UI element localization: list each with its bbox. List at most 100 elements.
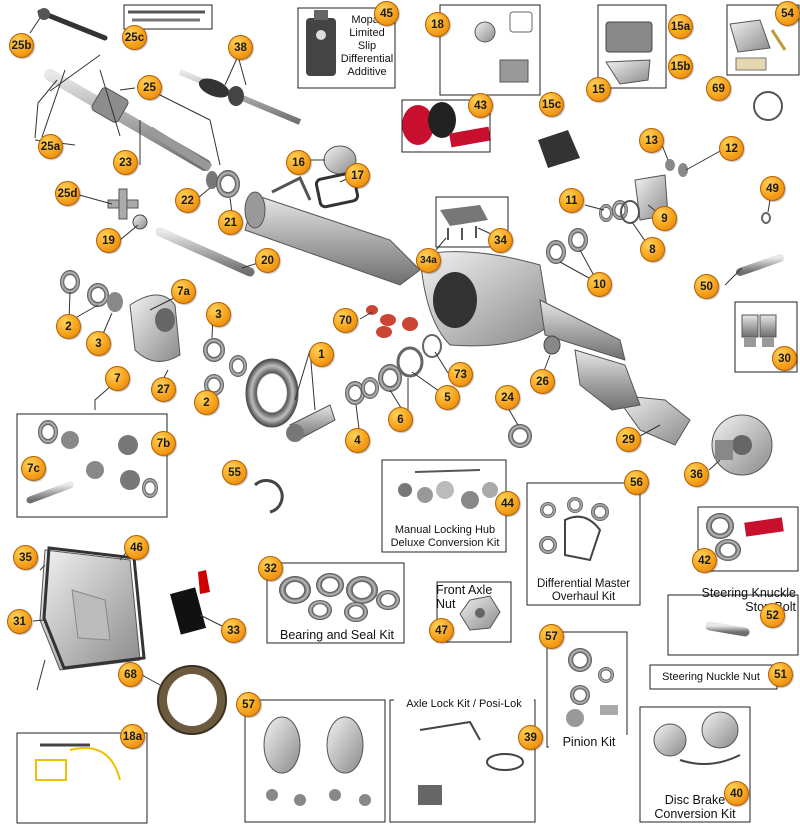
callout-18[interactable]: 18 (425, 12, 450, 37)
pinion-bearing-icon (203, 338, 247, 396)
callout-44[interactable]: 44 (495, 491, 520, 516)
callout-36[interactable]: 36 (684, 462, 709, 487)
callout-2a[interactable]: 2 (56, 314, 81, 339)
callout-30[interactable]: 30 (772, 346, 797, 371)
callout-26[interactable]: 26 (530, 369, 555, 394)
callout-15a[interactable]: 15a (668, 14, 693, 39)
callout-32[interactable]: 32 (258, 556, 283, 581)
callout-55[interactable]: 55 (222, 460, 247, 485)
callout-23[interactable]: 23 (113, 150, 138, 175)
callout-4[interactable]: 4 (345, 428, 370, 453)
callout-70[interactable]: 70 (333, 308, 358, 333)
callout-25c[interactable]: 25c (122, 25, 147, 50)
callout-34[interactable]: 34 (488, 228, 513, 253)
callout-7c[interactable]: 7c (21, 456, 46, 481)
callout-7[interactable]: 7 (105, 366, 130, 391)
disc-brake-kit-icon (653, 711, 741, 765)
callout-73[interactable]: 73 (448, 362, 473, 387)
steering-nuckle-nut-label: Steering Nuckle Nut (662, 671, 760, 683)
callout-9[interactable]: 9 (652, 206, 677, 231)
callout-12[interactable]: 12 (719, 136, 744, 161)
leader-lines (29, 17, 771, 691)
sensor-kit-icon (729, 19, 787, 71)
callout-52[interactable]: 52 (760, 603, 785, 628)
disc-brake-label: Disc Brake Conversion Kit (654, 793, 736, 821)
callout-51[interactable]: 51 (768, 662, 793, 687)
callout-15[interactable]: 15 (586, 77, 611, 102)
axle-lock-kit-icon (418, 720, 524, 805)
callout-2b[interactable]: 2 (194, 390, 219, 415)
tie-rod-icon (128, 10, 205, 22)
gear-set-icon (263, 716, 371, 806)
callout-17[interactable]: 17 (345, 163, 370, 188)
overhaul-kit-label: Differential Master Overhaul Kit (536, 578, 631, 603)
axle-housing-icon (244, 175, 626, 361)
callout-13[interactable]: 13 (639, 128, 664, 153)
shim-icon (345, 334, 442, 405)
callout-46[interactable]: 46 (124, 535, 149, 560)
callout-27[interactable]: 27 (151, 377, 176, 402)
callout-25d[interactable]: 25d (55, 181, 80, 206)
callout-40[interactable]: 40 (724, 781, 749, 806)
callout-21[interactable]: 21 (218, 210, 243, 235)
callout-25b[interactable]: 25b (9, 33, 34, 58)
callout-20[interactable]: 20 (255, 248, 280, 273)
callout-24[interactable]: 24 (495, 385, 520, 410)
callout-42[interactable]: 42 (692, 548, 717, 573)
callout-18a[interactable]: 18a (120, 724, 145, 749)
diff-cover-icon (39, 546, 146, 671)
callout-19[interactable]: 19 (96, 228, 121, 253)
callout-68[interactable]: 68 (118, 662, 143, 687)
callout-15c[interactable]: 15c (539, 92, 564, 117)
stop-bolt-icon (705, 621, 750, 637)
bolt-icon (736, 254, 784, 276)
callout-49[interactable]: 49 (760, 176, 785, 201)
tube-seal-icon (543, 335, 561, 355)
callout-15b[interactable]: 15b (668, 54, 693, 79)
shift-fork-icon (538, 130, 580, 168)
callout-38[interactable]: 38 (228, 35, 253, 60)
bracket-icon (440, 205, 488, 240)
pinion-kit-label: Pinion Kit (549, 735, 629, 749)
callout-7a[interactable]: 7a (171, 279, 196, 304)
callout-1[interactable]: 1 (309, 342, 334, 367)
callout-69[interactable]: 69 (706, 76, 731, 101)
callout-3b[interactable]: 3 (86, 331, 111, 356)
callout-47[interactable]: 47 (429, 618, 454, 643)
callout-7b[interactable]: 7b (151, 431, 176, 456)
callout-35[interactable]: 35 (13, 545, 38, 570)
spindle-parts-icon (546, 159, 688, 264)
steering-knuckle-icon (613, 394, 691, 446)
callout-43[interactable]: 43 (468, 93, 493, 118)
callout-54[interactable]: 54 (775, 1, 800, 26)
callout-39[interactable]: 39 (518, 725, 543, 750)
washer-icon (761, 212, 771, 224)
callout-25a[interactable]: 25a (38, 134, 63, 159)
axle-lock-label: Axle Lock Kit / Posi-Lok (394, 697, 534, 711)
o-ring-icon (753, 91, 783, 121)
callout-57b[interactable]: 57 (236, 692, 261, 717)
callout-22[interactable]: 22 (175, 188, 200, 213)
callout-25[interactable]: 25 (137, 75, 162, 100)
callout-11[interactable]: 11 (559, 188, 584, 213)
callout-56[interactable]: 56 (624, 470, 649, 495)
spider-gears-icon (26, 420, 158, 504)
callout-34a[interactable]: 34a (416, 248, 441, 273)
wheel-hub-icon (711, 414, 773, 476)
callout-31[interactable]: 31 (7, 609, 32, 634)
callout-5[interactable]: 5 (435, 385, 460, 410)
callout-3a[interactable]: 3 (206, 302, 231, 327)
bearing-kit-icon (279, 573, 400, 622)
u-joint-icon (107, 188, 139, 220)
callout-57a[interactable]: 57 (539, 624, 564, 649)
callout-16[interactable]: 16 (286, 150, 311, 175)
callout-8[interactable]: 8 (640, 237, 665, 262)
callout-50[interactable]: 50 (694, 274, 719, 299)
callout-45[interactable]: 45 (374, 1, 399, 26)
callout-29[interactable]: 29 (616, 427, 641, 452)
alloy-hub-icon (402, 102, 491, 148)
callout-6[interactable]: 6 (388, 407, 413, 432)
callout-10[interactable]: 10 (587, 272, 612, 297)
callout-33[interactable]: 33 (221, 618, 246, 643)
